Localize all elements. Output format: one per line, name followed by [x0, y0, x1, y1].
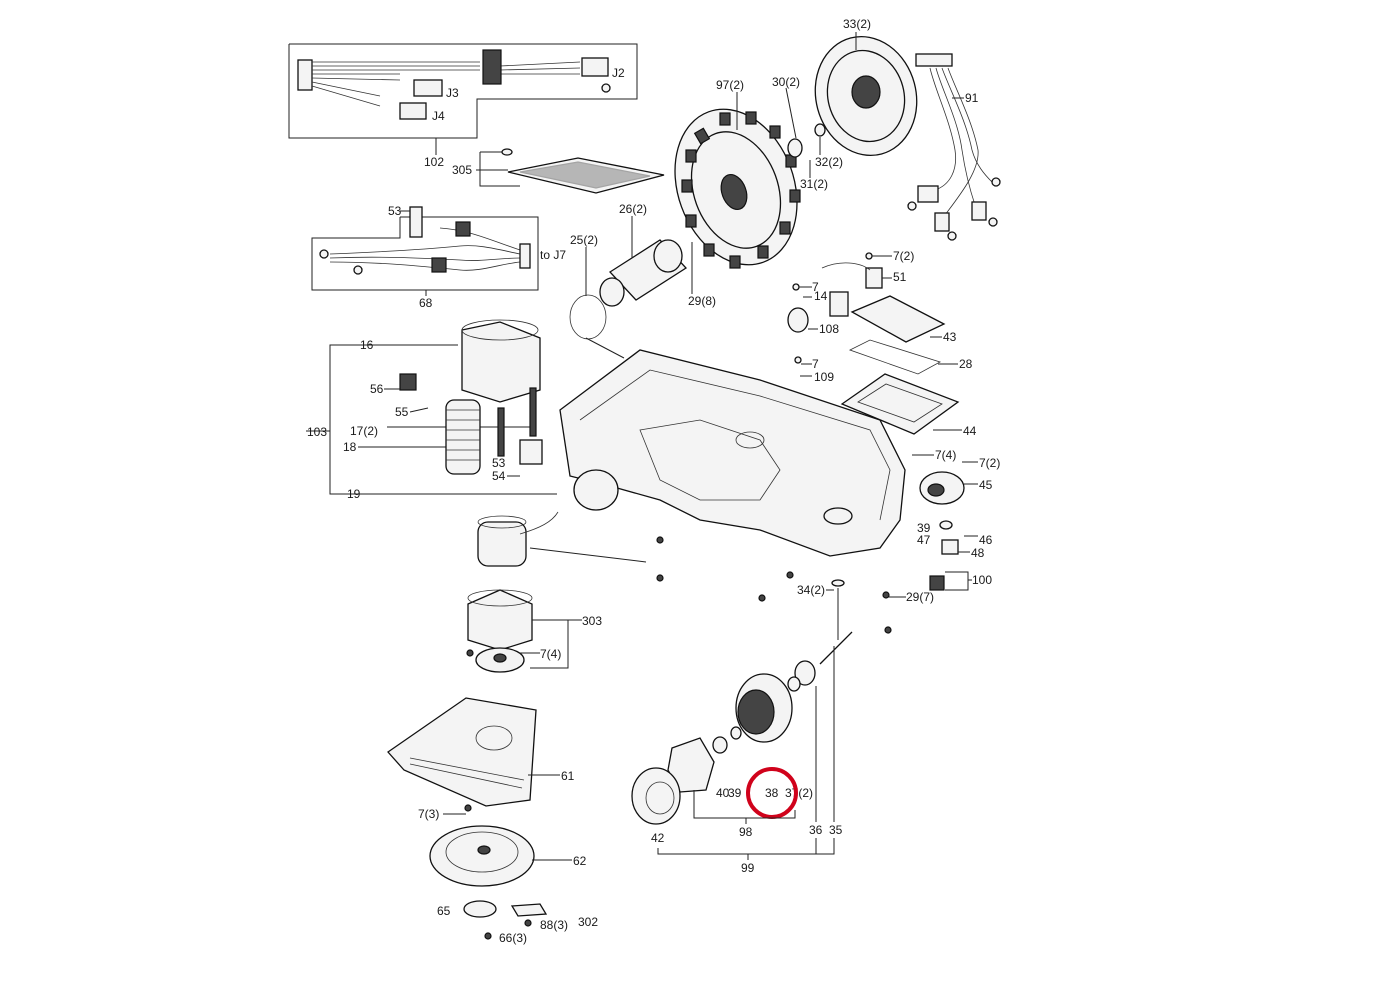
harness-68: 53 to J7 68 [311, 204, 566, 310]
label-36: 36 [809, 823, 823, 837]
label-28: 28 [959, 357, 973, 371]
washers-30-32: 30(2) 32(2) 31(2) [772, 75, 843, 191]
label-38: 38 [765, 786, 779, 800]
label-54: 54 [492, 469, 506, 483]
label-7-g: 7(3) [418, 807, 439, 821]
label-91: 91 [965, 91, 979, 105]
harness-91: 91 [907, 53, 1001, 241]
motor-26: 26(2) 25(2) 29(8) [569, 202, 716, 359]
label-68: 68 [419, 296, 433, 310]
label-29-lower: 29(7) [906, 590, 934, 604]
label-30: 30(2) [772, 75, 800, 89]
label-35: 35 [829, 823, 843, 837]
label-45: 45 [979, 478, 993, 492]
label-61: 61 [561, 769, 575, 783]
label-53-mid: 53 [492, 456, 506, 470]
label-55-left: 55 [395, 405, 409, 419]
label-102: 102 [424, 155, 444, 169]
label-65: 65 [437, 904, 451, 918]
label-303: 303 [582, 614, 602, 628]
label-39-right: 39 [917, 521, 931, 535]
label-J2: J2 [612, 66, 625, 80]
label-109: 109 [814, 370, 834, 384]
label-to-J7: to J7 [540, 248, 566, 262]
label-7-e: 7(2) [979, 456, 1000, 470]
label-32: 32(2) [815, 155, 843, 169]
module-103: 103 16 17(2) 18 19 56 55 53 54 [306, 319, 557, 501]
label-51: 51 [893, 270, 907, 284]
label-46: 46 [979, 533, 993, 547]
label-47: 47 [917, 533, 931, 547]
harness-102: J2 J3 J4 102 [288, 43, 638, 169]
label-66: 66(3) [499, 931, 527, 945]
label-29-upper: 29(8) [688, 294, 716, 308]
label-7-a: 7(2) [893, 249, 914, 263]
label-53-harness: 53 [388, 204, 402, 218]
label-100: 100 [972, 573, 992, 587]
label-7-d: 7(4) [935, 448, 956, 462]
label-J4: J4 [432, 109, 445, 123]
label-97: 97(2) [716, 78, 744, 92]
wheel-97: 97(2) [674, 78, 801, 269]
label-J3: J3 [446, 86, 459, 100]
label-17: 17(2) [350, 424, 378, 438]
label-40: 40 [716, 786, 730, 800]
label-18: 18 [343, 440, 357, 454]
blade-disc-62: 62 65 88(3) 302 66(3) [429, 825, 598, 945]
parts-upper-right: 7(2) 51 7 14 108 43 7 109 28 [787, 249, 973, 384]
label-7-b: 7 [812, 280, 819, 294]
label-42: 42 [651, 831, 665, 845]
wheel-hub-assembly: 34(2) 40 39 38 37(2) 98 36 35 42 99 [631, 579, 853, 875]
label-62: 62 [573, 854, 587, 868]
label-48: 48 [971, 546, 985, 560]
label-99: 99 [741, 861, 755, 875]
label-7-c: 7 [812, 357, 819, 371]
guard-61: 61 7(3) [387, 697, 575, 821]
label-98: 98 [739, 825, 753, 839]
label-103: 103 [307, 425, 327, 439]
label-43: 43 [943, 330, 957, 344]
label-7-f: 7(4) [540, 647, 561, 661]
label-44: 44 [963, 424, 977, 438]
parts-right-mid: 7(4) 7(2) 45 39 46 47 48 100 29(7) [888, 448, 1000, 604]
screws [464, 536, 892, 940]
label-19: 19 [347, 487, 361, 501]
label-25: 25(2) [570, 233, 598, 247]
label-37: 37(2) [785, 786, 813, 800]
hub-33: 33(2) [814, 17, 918, 157]
label-31: 31(2) [800, 177, 828, 191]
label-34: 34(2) [797, 583, 825, 597]
label-16: 16 [360, 338, 374, 352]
cover-305: 305 [452, 148, 665, 194]
highlight-circle [746, 767, 798, 819]
label-39-hub: 39 [728, 786, 742, 800]
chassis [559, 349, 906, 557]
plate-44: 44 [840, 373, 977, 438]
label-14: 14 [814, 289, 828, 303]
blade-motor-303: 303 7(4) [467, 511, 647, 673]
label-108: 108 [819, 322, 839, 336]
label-305: 305 [452, 163, 472, 177]
label-56: 56 [370, 382, 384, 396]
label-302: 302 [578, 915, 598, 929]
label-88: 88(3) [540, 918, 568, 932]
label-26: 26(2) [619, 202, 647, 216]
label-33: 33(2) [843, 17, 871, 31]
